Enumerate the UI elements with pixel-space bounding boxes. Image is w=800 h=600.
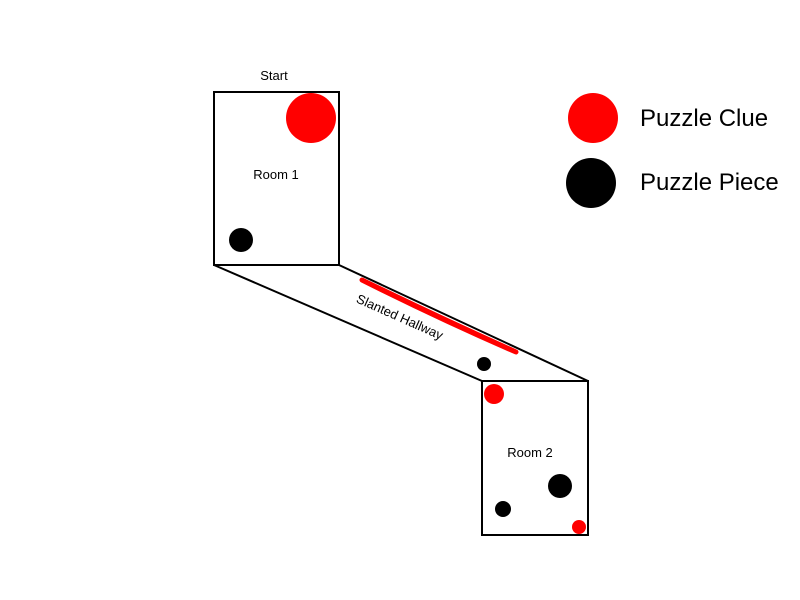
- legend-label-clue: Puzzle Clue: [640, 105, 768, 132]
- puzzle-piece-room-1: [229, 228, 253, 252]
- puzzle-clue-room-2-top: [484, 384, 504, 404]
- hallway-wall-right: [338, 264, 589, 382]
- puzzle-clue-room-1: [286, 93, 336, 143]
- hallway-wall-left: [213, 264, 483, 382]
- legend-label-piece: Puzzle Piece: [640, 169, 779, 196]
- puzzle-clue-room-2-bottom: [572, 520, 586, 534]
- red-circle-icon: [568, 93, 618, 143]
- puzzle-clue-hallway-streak: [359, 277, 519, 355]
- room-2-outline: [481, 380, 589, 536]
- puzzle-piece-hallway: [477, 357, 491, 371]
- room-2: Room 2: [481, 380, 589, 536]
- puzzle-piece-room-2-small: [495, 501, 511, 517]
- room-2-label: Room 2: [507, 445, 553, 460]
- puzzle-piece-room-2-large: [548, 474, 572, 498]
- legend-item-clue: Puzzle Clue: [568, 93, 768, 143]
- legend-item-piece: Puzzle Piece: [566, 158, 779, 208]
- slanted-hallway: Slanted Hallway: [213, 264, 589, 382]
- room-1: Start Room 1: [213, 68, 340, 266]
- start-label: Start: [260, 68, 288, 83]
- room-1-label: Room 1: [253, 167, 299, 182]
- legend: Puzzle Clue Puzzle Piece: [566, 93, 779, 208]
- black-circle-icon: [566, 158, 616, 208]
